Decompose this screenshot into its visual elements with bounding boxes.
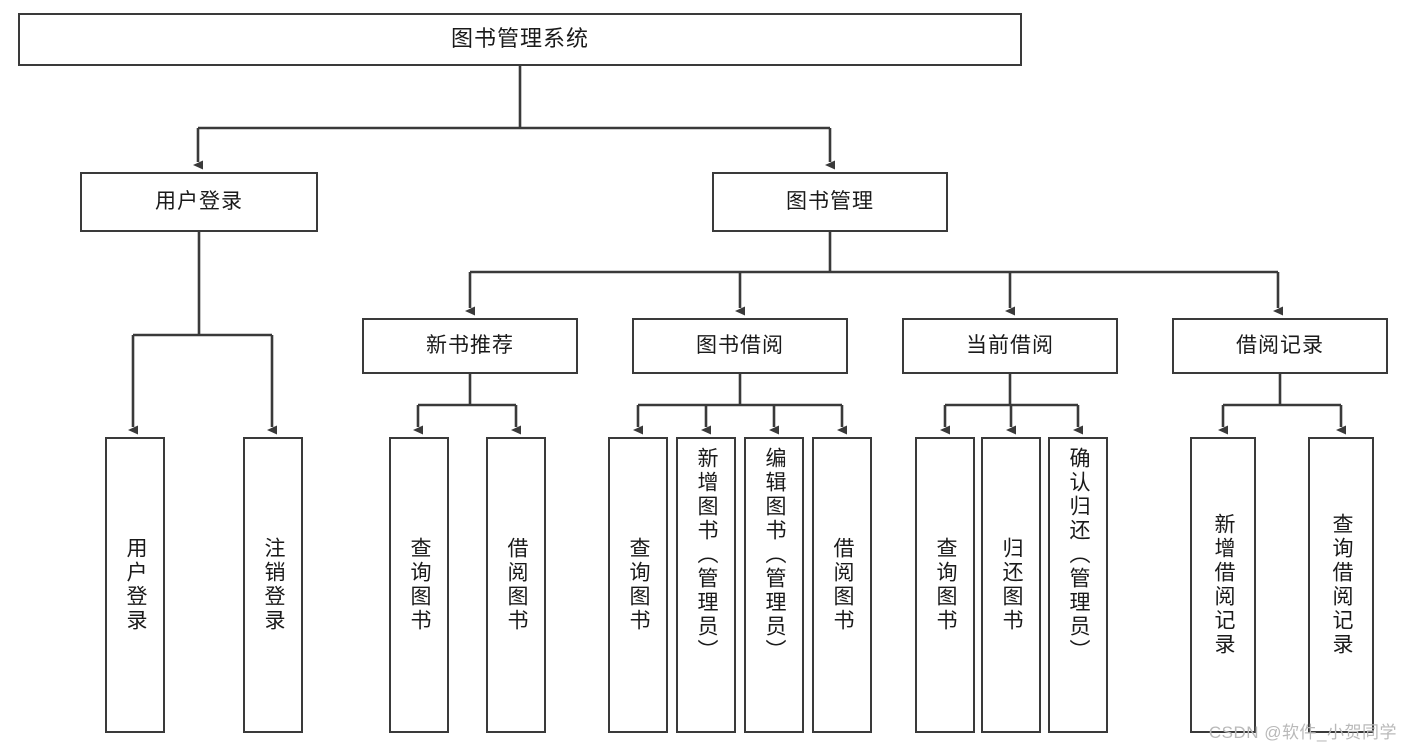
node-user-login-label: 用户登录 [155, 190, 243, 214]
leaf-return-book-label: 归还图书 [1000, 537, 1024, 633]
leaf-query-book-rec-label: 查询图书 [408, 537, 432, 633]
leaf-user-login-label: 用户登录 [124, 537, 148, 633]
leaf-edit-book-admin[interactable]: 编辑图书（管理员） [744, 437, 804, 733]
leaf-add-book-admin[interactable]: 新增图书（管理员） [676, 437, 736, 733]
leaf-logout-label: 注销登录 [262, 537, 286, 633]
leaf-query-book-current[interactable]: 查询图书 [915, 437, 975, 733]
leaf-query-book-borrow[interactable]: 查询图书 [608, 437, 668, 733]
leaf-return-book[interactable]: 归还图书 [981, 437, 1041, 733]
leaf-borrow-book-label: 借阅图书 [831, 537, 855, 633]
node-current-borrow[interactable]: 当前借阅 [902, 318, 1118, 374]
leaf-query-book-current-label: 查询图书 [934, 537, 958, 633]
node-root-label: 图书管理系统 [450, 26, 589, 52]
leaf-borrow-book-rec[interactable]: 借阅图书 [486, 437, 546, 733]
leaf-confirm-return-admin-label: 确认归还（管理员） [1067, 447, 1091, 663]
node-root[interactable]: 图书管理系统 [18, 13, 1022, 66]
leaf-borrow-book[interactable]: 借阅图书 [812, 437, 872, 733]
leaf-edit-book-admin-label: 编辑图书（管理员） [763, 447, 787, 663]
node-new-book-recommend[interactable]: 新书推荐 [362, 318, 578, 374]
leaf-logout[interactable]: 注销登录 [243, 437, 303, 733]
node-borrow-record[interactable]: 借阅记录 [1172, 318, 1388, 374]
leaf-query-book-borrow-label: 查询图书 [627, 537, 651, 633]
node-user-login[interactable]: 用户登录 [80, 172, 318, 232]
node-borrow-record-label: 借阅记录 [1236, 334, 1324, 358]
node-book-borrow[interactable]: 图书借阅 [632, 318, 848, 374]
leaf-add-borrow-record-label: 新增借阅记录 [1212, 513, 1236, 657]
leaf-query-borrow-record-label: 查询借阅记录 [1330, 513, 1354, 657]
leaf-borrow-book-rec-label: 借阅图书 [505, 537, 529, 633]
node-current-borrow-label: 当前借阅 [966, 334, 1054, 358]
leaf-query-book-rec[interactable]: 查询图书 [389, 437, 449, 733]
node-book-manage-label: 图书管理 [786, 190, 874, 214]
leaf-user-login[interactable]: 用户登录 [105, 437, 165, 733]
node-new-book-recommend-label: 新书推荐 [426, 334, 514, 358]
leaf-add-book-admin-label: 新增图书（管理员） [695, 447, 719, 663]
watermark: CSDN @软件_小贺同学 [1208, 723, 1397, 742]
leaf-add-borrow-record[interactable]: 新增借阅记录 [1190, 437, 1256, 733]
node-book-manage[interactable]: 图书管理 [712, 172, 948, 232]
leaf-confirm-return-admin[interactable]: 确认归还（管理员） [1048, 437, 1108, 733]
leaf-query-borrow-record[interactable]: 查询借阅记录 [1308, 437, 1374, 733]
node-book-borrow-label: 图书借阅 [696, 334, 784, 358]
